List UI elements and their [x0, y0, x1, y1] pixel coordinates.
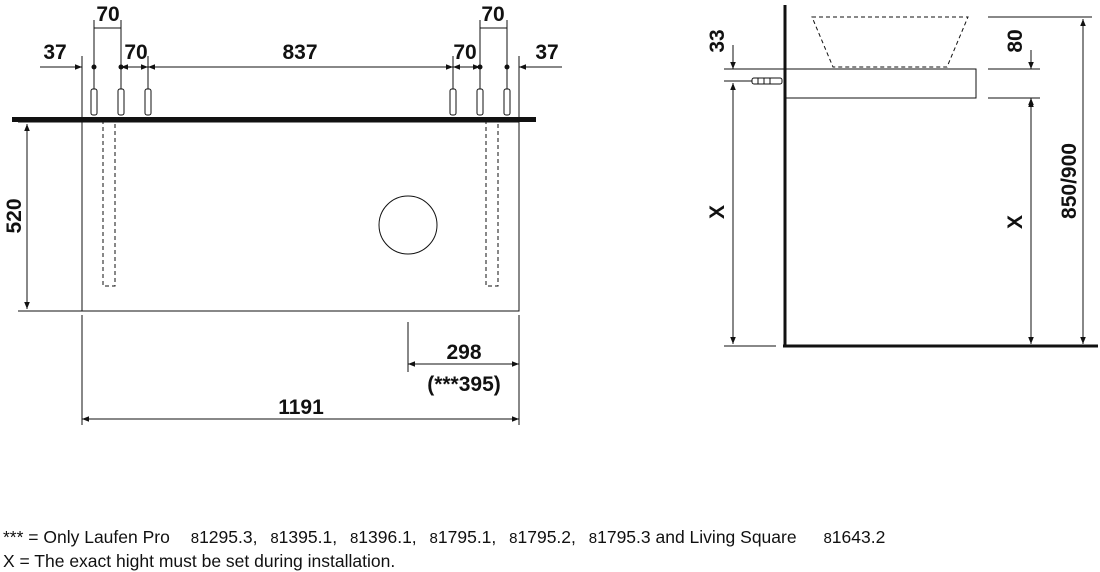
side-view: 33 80 X X 850/900 [706, 5, 1098, 348]
dim-70-top-right: 70 [481, 3, 504, 26]
note-prefix: *** = Only Laufen Pro [3, 527, 170, 547]
dim-x-wall: X [706, 205, 729, 219]
bolt [503, 88, 511, 116]
dim-37-right: 37 [535, 41, 558, 64]
dim-70-top-left: 70 [96, 3, 119, 26]
dim-x-under: X [1004, 215, 1027, 229]
dim-37-left: 37 [43, 41, 66, 64]
countertop-slab [12, 117, 536, 122]
dim-850-900: 850/900 [1058, 143, 1081, 219]
bolt [90, 88, 98, 116]
dim-520: 520 [3, 198, 26, 233]
dim-298: 298 [446, 341, 481, 364]
bolt-group-left [90, 88, 152, 116]
note-line-1: *** = Only Laufen Pro 81295.3, 81395.1, … [3, 527, 886, 547]
bolt [144, 88, 152, 116]
side-bracket-bolt [751, 77, 783, 85]
dim-70-right: 70 [453, 41, 476, 64]
note-line-2: X = The exact hight must be set during i… [3, 551, 396, 571]
notes: *** = Only Laufen Pro 81295.3, 81395.1, … [3, 526, 885, 572]
bolt [117, 88, 125, 116]
dim-1191: 1191 [278, 396, 324, 419]
dim-80: 80 [1004, 29, 1027, 52]
drain-hole-circle [378, 195, 438, 255]
cabinet-body [81, 121, 520, 312]
hidden-bracket-right [485, 121, 499, 287]
dim-837: 837 [282, 41, 317, 64]
dim-70-left: 70 [124, 41, 147, 64]
dim-395-alt: (***395) [427, 373, 501, 396]
hidden-bracket-left [102, 121, 116, 287]
bolt [476, 88, 484, 116]
front-view: 70 70 37 70 837 70 37 520 298 (***395) 1… [3, 3, 562, 425]
side-countertop [785, 68, 977, 99]
washbasin-outline [811, 16, 969, 68]
bolt [449, 88, 457, 116]
bolt-group-right [449, 88, 511, 116]
dim-33: 33 [706, 29, 729, 52]
